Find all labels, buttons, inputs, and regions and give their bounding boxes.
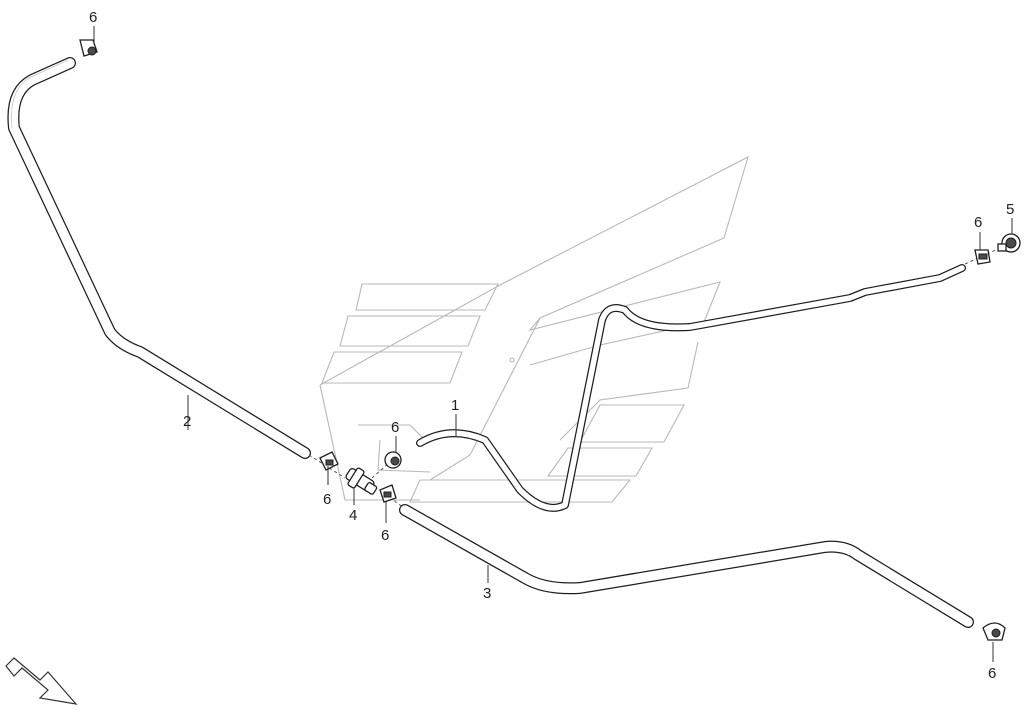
callout-6-center-above: 6 xyxy=(391,419,399,436)
t-connector-part-4 xyxy=(345,467,378,495)
callout-2: 2 xyxy=(183,413,191,430)
clip-center-above xyxy=(384,451,402,469)
hose-part-2 xyxy=(7,57,311,459)
callout-3: 3 xyxy=(483,585,491,602)
background-body-outline xyxy=(319,155,749,503)
callout-6-right-lower: 6 xyxy=(988,665,996,682)
hose-part-1 xyxy=(416,264,966,512)
hose-part-3 xyxy=(399,504,974,628)
callout-6-center-below: 6 xyxy=(381,527,389,544)
callout-5: 5 xyxy=(1006,201,1014,218)
callout-6-left-below: 6 xyxy=(323,491,331,508)
clip-right-lower xyxy=(982,622,1006,641)
nozzle-part-5 xyxy=(997,233,1021,253)
callout-6-top-left: 6 xyxy=(89,9,97,26)
clip-top-left xyxy=(79,39,98,57)
clip-left xyxy=(319,451,339,471)
arrow-down-right-icon xyxy=(5,657,78,705)
callout-1: 1 xyxy=(451,397,459,414)
callout-4: 4 xyxy=(349,507,357,524)
clip-center-below xyxy=(379,484,397,503)
clip-right-upper xyxy=(974,249,991,265)
callout-labels: 6 1 2 3 6 4 6 6 6 5 6 xyxy=(89,9,1014,682)
callout-6-right-upper: 6 xyxy=(974,214,982,231)
callout-leaders xyxy=(93,26,1013,662)
